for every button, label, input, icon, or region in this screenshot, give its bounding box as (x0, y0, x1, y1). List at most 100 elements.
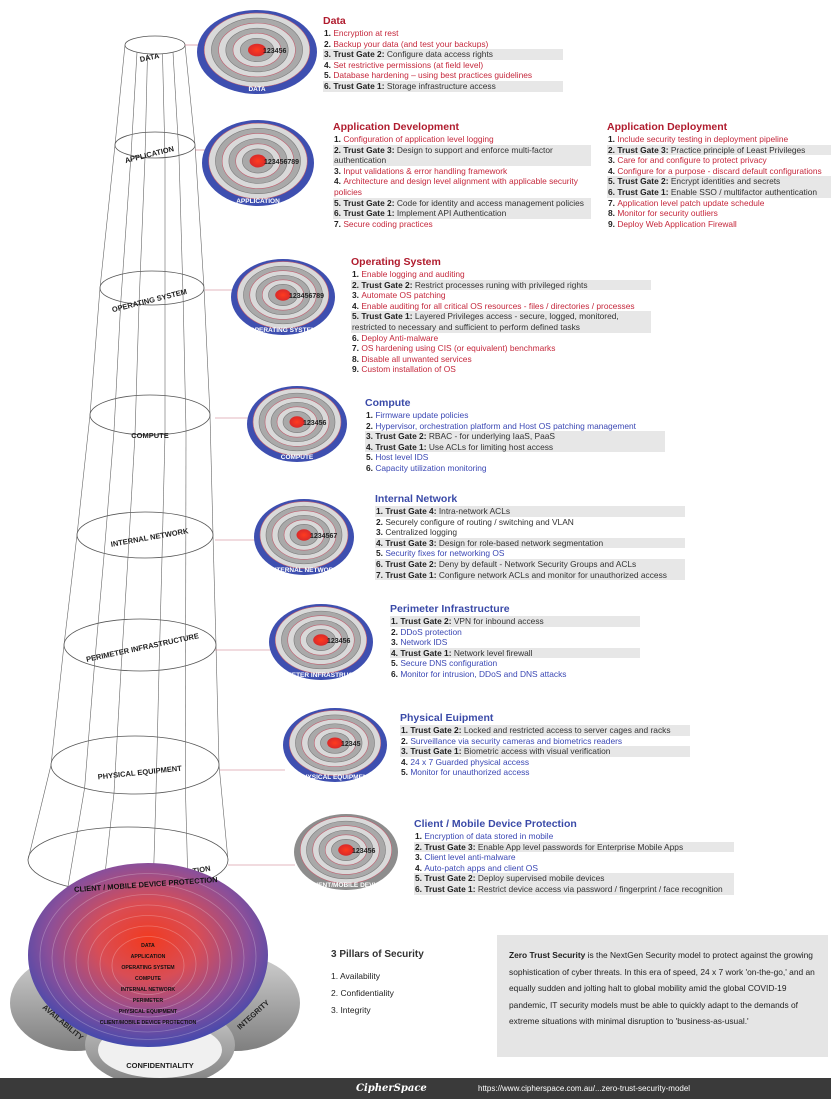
item-number: 3. (376, 527, 385, 537)
item-text: Code for identity and access management … (397, 198, 584, 208)
disk-numbers: 123456 (263, 48, 286, 55)
base-stack-label: OPERATING SYSTEM (121, 965, 174, 971)
disk-numbers: 123456 (303, 420, 326, 427)
list-item: 7. OS hardening using CIS (or equivalent… (351, 343, 651, 354)
trust-gate-label: Trust Gate 3: (424, 842, 478, 852)
confidentiality-label: CONFIDENTIALITY (126, 1061, 194, 1070)
list-item: 2. Trust Gate 3: Enable App level passwo… (414, 842, 734, 853)
list-item: 1. Trust Gate 2: Locked and restricted a… (400, 725, 690, 736)
app-development-section: Application Development 1. Configuration… (333, 121, 591, 229)
item-number: 6. (324, 81, 333, 91)
disk-internal: 1234567INTERNAL NETWORK (254, 499, 354, 575)
list-item: 4. 24 x 7 Guarded physical access (400, 757, 690, 768)
item-text: Custom installation of OS (361, 364, 456, 374)
list-item: 5. Monitor for unauthorized access (400, 767, 690, 778)
tower-line (139, 158, 145, 305)
base-stack-label: INTERNAL NETWORK (121, 987, 176, 993)
item-text: Auto-patch apps and client OS (424, 863, 538, 873)
tower-outline (28, 36, 228, 893)
disk-label: DATA (248, 86, 265, 93)
list-item: 7. Application level patch update schedu… (607, 198, 831, 209)
pillars-block: 3 Pillars of Security 1. Availability 2.… (331, 948, 424, 1019)
tower-label: PHYSICAL EQUIPMENT (97, 764, 182, 782)
item-text: Enable logging and auditing (361, 269, 464, 279)
internal-network-section: Internal Network 1. Trust Gate 4: Intra-… (375, 493, 685, 580)
disk-label: PERIMETER INFRASTRUCTURE (271, 672, 371, 679)
footer-url[interactable]: https://www.cipherspace.com.au/...zero-t… (478, 1078, 830, 1099)
item-text: Encryption of data stored in mobile (424, 831, 553, 841)
item-text: Secure coding practices (343, 219, 432, 229)
item-text: Restrict processes runing with privilege… (415, 280, 588, 290)
item-text: Configure network ACLs and monitor for u… (439, 570, 667, 580)
base-stack-label: COMPUTE (135, 976, 161, 982)
item-number: 1. (334, 134, 343, 144)
item-number: 2. (401, 736, 410, 746)
list-item: 3. Trust Gate 2: Configure data access r… (323, 49, 563, 60)
list-item: 5. Database hardening – using best pract… (323, 70, 563, 81)
item-number: 7. (608, 198, 617, 208)
list-item: 5. Host level IDS (365, 452, 665, 463)
disk-numbers: 123456789 (264, 159, 299, 166)
trust-gate-label: Trust Gate 2: (375, 431, 429, 441)
item-number: 7. (352, 343, 361, 353)
item-text: Intra-network ACLs (439, 506, 510, 516)
item-text: Storage infrastructure access (387, 81, 496, 91)
item-number: 2. (324, 39, 333, 49)
disk-data: 123456DATA (197, 10, 317, 94)
list-item: 8. Monitor for security outliers (607, 208, 831, 219)
trust-gate-label: Trust Gate 1: (361, 311, 415, 321)
item-number: 5. (415, 873, 424, 883)
tower-label: PERIMETER INFRASTRUCTURE (85, 631, 199, 664)
tower-line (159, 557, 162, 670)
tower-line (104, 431, 114, 553)
item-number: 6. (415, 884, 424, 894)
disk-label: COMPUTE (281, 454, 314, 461)
item-text: Encryption at rest (333, 28, 398, 38)
trust-gate-label: Trust Gate 1: (400, 648, 454, 658)
item-text: Locked and restricted access to server c… (464, 725, 671, 735)
tower-line (145, 54, 148, 158)
item-number: 2. (391, 627, 400, 637)
item-number: 9. (352, 364, 361, 374)
list-item: 4. Set restrictive permissions (at field… (323, 60, 563, 71)
footer-bar: CipherSpace https://www.cipherspace.com.… (0, 1078, 831, 1099)
tower-line (90, 288, 100, 415)
item-number: 2. (352, 280, 361, 290)
item-number: 8. (352, 354, 361, 364)
perimeter-title: Perimeter Infrastructure (390, 603, 640, 615)
item-number: 4. (366, 442, 375, 452)
list-item: 4. Auto-patch apps and client OS (414, 863, 734, 874)
disk-numbers: 123456 (327, 638, 350, 645)
list-item: 6. Capacity utilization monitoring (365, 463, 665, 474)
tower-label: COMPUTE (131, 431, 169, 440)
item-text: Deploy Web Application Firewall (617, 219, 736, 229)
item-number: 2. (334, 145, 343, 155)
tower-line (135, 304, 139, 434)
trust-gate-label: Trust Gate 1: (617, 187, 671, 197)
trust-gate-label: Trust Gate 2: (617, 176, 671, 186)
item-number: 2. (415, 842, 424, 852)
item-text: Encrypt identities and secrets (671, 176, 780, 186)
disk-client: 123456CLIENT/MOBILE DEVICE (294, 814, 398, 890)
base-stack-label: APPLICATION (131, 954, 166, 960)
item-number: 3. (334, 166, 343, 176)
item-text: Surveillance via security cameras and bi… (410, 736, 622, 746)
item-text: Enable SSO / multifactor authentication (671, 187, 817, 197)
item-number: 7. (334, 219, 343, 229)
pillars-title: 3 Pillars of Security (331, 948, 424, 962)
tower-line (114, 302, 121, 431)
list-item: 5. Trust Gate 1: Layered Privileges acce… (351, 311, 651, 332)
item-number: 6. (352, 333, 361, 343)
list-item: 4. Trust Gate 1: Network level firewall (390, 648, 640, 659)
item-number: 4. (401, 757, 410, 767)
list-item: 6. Trust Gate 1: Restrict device access … (414, 884, 734, 895)
tower-line (85, 666, 95, 788)
item-number: 5. (391, 658, 400, 668)
physical-section: Physical Euipment 1. Trust Gate 2: Locke… (400, 712, 690, 778)
trust-gate-label: Trust Gate 1: (424, 884, 478, 894)
tower-labels: DATAAPPLICATIONOPERATING SYSTEMCOMPUTEIN… (68, 51, 211, 897)
zero-trust-bold: Zero Trust Security (509, 950, 585, 960)
app-deployment-title: Application Deployment (607, 121, 831, 133)
item-text: Disable all unwanted services (361, 354, 471, 364)
